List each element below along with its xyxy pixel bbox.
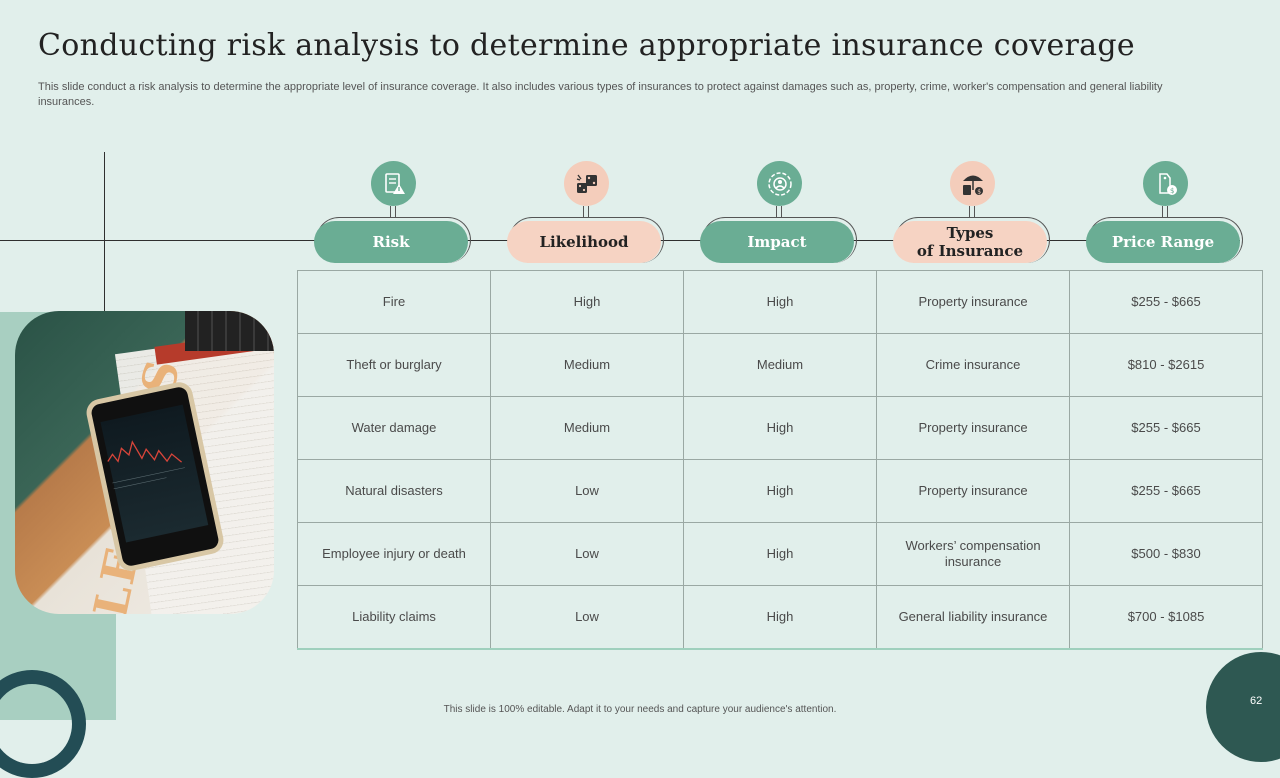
photo-keyboard <box>185 311 274 351</box>
svg-text:$: $ <box>977 188 981 195</box>
cell-price: $700 - $1085 <box>1069 585 1263 650</box>
cell-likelihood: Low <box>490 522 684 586</box>
cell-impact: High <box>683 585 877 650</box>
cell-type: General liability insurance <box>876 585 1070 650</box>
header-connector <box>390 206 396 218</box>
cell-price: $255 - $665 <box>1069 459 1263 523</box>
header-risk: Risk <box>314 221 468 263</box>
cell-impact: High <box>683 396 877 460</box>
cell-type: Property insurance <box>876 396 1070 460</box>
vertical-rule <box>104 152 105 312</box>
cell-impact: High <box>683 522 877 586</box>
header-connector <box>583 206 589 218</box>
cell-impact: High <box>683 459 877 523</box>
slide-footer: This slide is 100% editable. Adapt it to… <box>443 704 837 715</box>
photo-phone <box>83 379 227 574</box>
cell-likelihood: Medium <box>490 396 684 460</box>
slide-subtitle: This slide conduct a risk analysis to de… <box>38 81 1163 108</box>
header-connector <box>1162 206 1168 218</box>
header-types-of-insurance: Types of Insurance <box>893 221 1047 263</box>
cell-risk: Water damage <box>297 396 491 460</box>
slide-title: Conducting risk analysis to determine ap… <box>38 28 1135 63</box>
page-number: 62 <box>1250 695 1263 707</box>
cell-impact: Medium <box>683 333 877 397</box>
cell-likelihood: High <box>490 270 684 334</box>
risk-checklist-icon <box>371 161 416 206</box>
cell-price: $810 - $2615 <box>1069 333 1263 397</box>
dice-icon <box>564 161 609 206</box>
price-tag-icon: $ <box>1143 161 1188 206</box>
cell-risk: Employee injury or death <box>297 522 491 586</box>
impact-target-icon <box>757 161 802 206</box>
cell-price: $255 - $665 <box>1069 396 1263 460</box>
cell-risk: Natural disasters <box>297 459 491 523</box>
stock-photo: LEADERS <box>15 311 274 614</box>
cell-risk: Liability claims <box>297 585 491 650</box>
cell-type: Property insurance <box>876 459 1070 523</box>
cell-price: $500 - $830 <box>1069 522 1263 586</box>
cell-type: Workers’ compensation insurance <box>876 522 1070 586</box>
cell-likelihood: Low <box>490 459 684 523</box>
phone-stock-chart <box>107 440 185 490</box>
header-likelihood: Likelihood <box>507 221 661 263</box>
cell-impact: High <box>683 270 877 334</box>
cell-type: Property insurance <box>876 270 1070 334</box>
svg-text:$: $ <box>1170 187 1174 195</box>
header-impact: Impact <box>700 221 854 263</box>
cell-risk: Fire <box>297 270 491 334</box>
umbrella-insurance-icon: $ <box>950 161 995 206</box>
cell-likelihood: Medium <box>490 333 684 397</box>
cell-price: $255 - $665 <box>1069 270 1263 334</box>
cell-likelihood: Low <box>490 585 684 650</box>
cell-type: Crime insurance <box>876 333 1070 397</box>
header-price-range: Price Range <box>1086 221 1240 263</box>
header-connector <box>969 206 975 218</box>
header-connector <box>776 206 782 218</box>
cell-risk: Theft or burglary <box>297 333 491 397</box>
